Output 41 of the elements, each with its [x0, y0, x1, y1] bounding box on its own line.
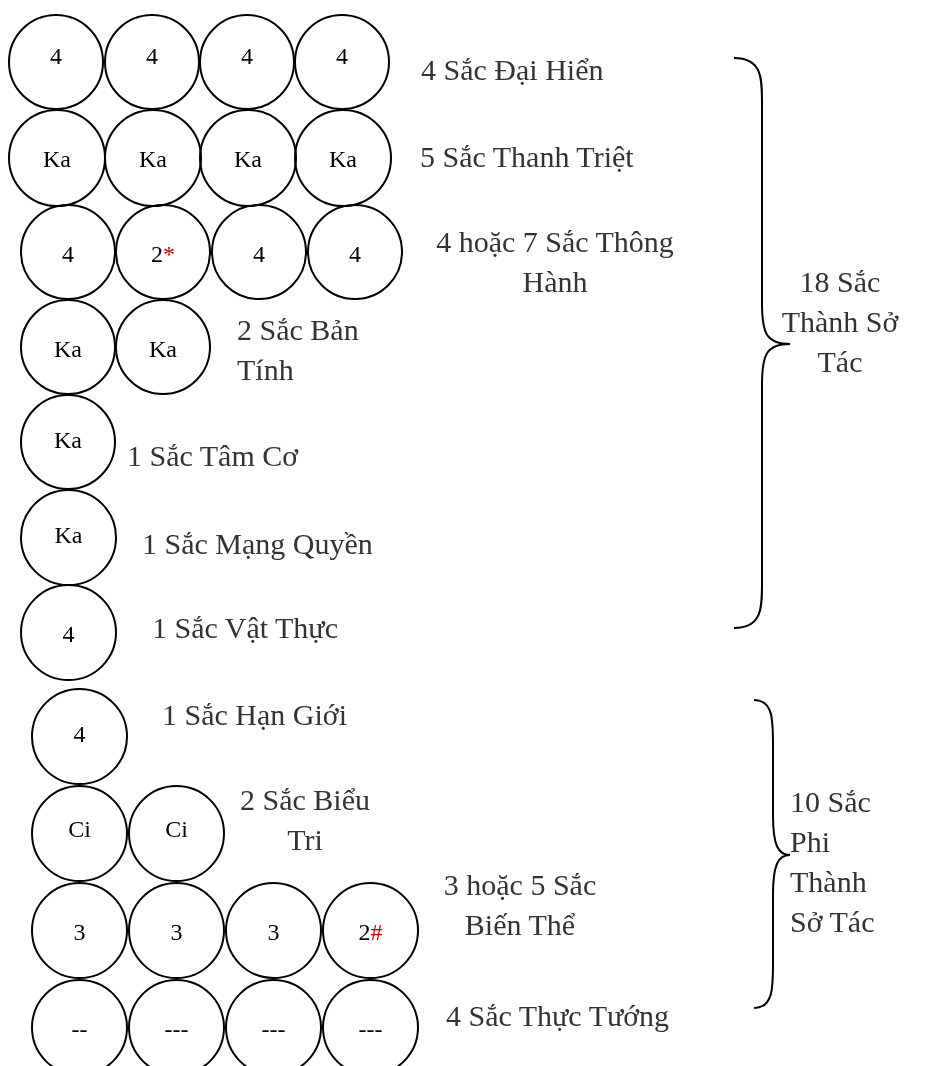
circle: 2*: [115, 204, 211, 300]
group-label: 2 Sắc Biểu Tri: [239, 782, 371, 858]
group-label: 1 Sắc Vật Thực: [152, 610, 339, 646]
circle: 4: [31, 688, 128, 785]
group-label: 2 Sắc Bản Tính: [237, 312, 360, 388]
group-label: 4 hoặc 7 Sắc Thông Hành: [435, 224, 675, 300]
circle: ---: [322, 979, 419, 1066]
circle: Ka: [8, 109, 106, 207]
circle: ---: [225, 979, 322, 1066]
circle: 4: [8, 14, 104, 110]
circle: 4: [211, 204, 307, 300]
circle: 2#: [322, 882, 419, 979]
group-label: 1 Sắc Mạng Quyền: [142, 526, 374, 562]
group-label: 4 Sắc Đại Hiển: [421, 52, 605, 88]
circle: 4: [294, 14, 390, 110]
group-label: 1 Sắc Tâm Cơ: [127, 438, 300, 474]
circle: 4: [104, 14, 200, 110]
circle: 4: [199, 14, 295, 110]
circle: Ka: [20, 489, 117, 586]
group-label: 5 Sắc Thanh Triệt: [420, 139, 635, 175]
circle: ---: [128, 979, 225, 1066]
circle: Ka: [20, 394, 116, 490]
group-label: 3 hoặc 5 Sắc Biến Thể: [442, 867, 598, 943]
circle: Ka: [104, 109, 202, 207]
group-label: 4 Sắc Thực Tướng: [446, 998, 671, 1034]
circle: Ci: [128, 785, 225, 882]
circle: Ka: [20, 299, 116, 395]
circle: 4: [20, 584, 117, 681]
group-label: 10 Sắc Phi Thành Sở Tác: [790, 784, 876, 940]
circle: Ka: [199, 109, 297, 207]
circle: 4: [307, 204, 403, 300]
circle: Ka: [115, 299, 211, 395]
group-label: 1 Sắc Hạn Giới: [162, 697, 348, 733]
circle: 3: [225, 882, 322, 979]
circle: 3: [31, 882, 128, 979]
circle: Ka: [294, 109, 392, 207]
group-label: 18 Sắc Thành Sở Tác: [780, 264, 900, 380]
circle: --: [31, 979, 128, 1066]
circle: 4: [20, 204, 116, 300]
circle: Ci: [31, 785, 128, 882]
circle: 3: [128, 882, 225, 979]
